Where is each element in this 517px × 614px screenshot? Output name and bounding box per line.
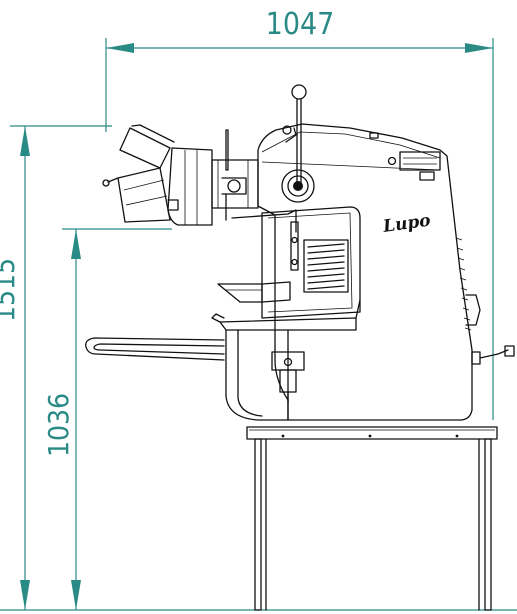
power-connector — [471, 345, 515, 365]
dimension-width-label: 1047 — [266, 7, 335, 42]
side-fins — [455, 237, 472, 331]
feed-hopper — [102, 124, 297, 233]
output-chute — [217, 281, 291, 303]
dimension-table-height: 1036 — [42, 228, 172, 610]
machine-body: Lupo — [257, 123, 515, 421]
side-shelf-rod — [85, 337, 225, 361]
bowl-clamp — [271, 351, 305, 403]
collecting-tray — [211, 299, 361, 421]
dimension-table-height-label: 1036 — [42, 393, 75, 457]
stand-table — [246, 426, 498, 611]
vent-grille — [303, 239, 349, 293]
dimension-width: 1047 — [105, 7, 494, 420]
dimension-overall-height-label: 1515 — [0, 258, 21, 322]
brand-logo: Lupo — [381, 211, 432, 238]
dimension-overall-height: 1515 — [0, 125, 112, 610]
operating-lever — [281, 84, 315, 203]
